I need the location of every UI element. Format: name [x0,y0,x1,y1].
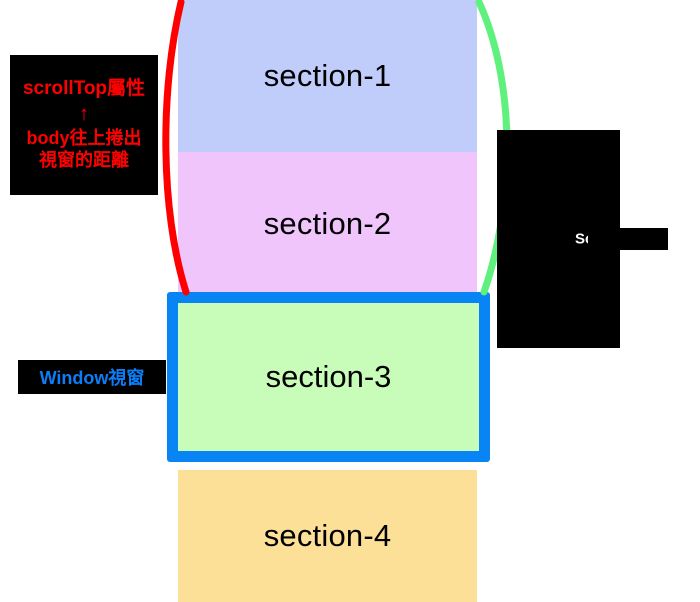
section-1-block: section-1 [178,0,477,152]
section-2-block: section-2 [178,152,477,295]
window-callout-label: Window視窗 [39,368,145,388]
scrolltop-callout-heading: scrollTop屬性 [22,78,146,100]
section-4-block: section-4 [178,470,477,602]
scrolltop-callout-line-2: 視窗的距離 [39,149,129,170]
arrow-up-icon: ↑ [79,102,89,125]
scrolltop-callout: scrollTop屬性 ↑ body往上捲出 視窗的距離 [10,55,158,195]
section-3-block: section-3 [178,303,479,451]
scrollheight-redaction-bar [588,228,668,250]
window-viewport-frame: section-3 [167,292,490,462]
section-1-label: section-1 [263,58,392,93]
section-3-label: section-3 [265,359,392,394]
section-2-label: section-2 [263,205,392,241]
window-callout: Window視窗 [18,360,166,394]
section-4-label: section-4 [263,518,392,553]
scrolltop-callout-line-1: body往上捲出 [26,127,142,148]
